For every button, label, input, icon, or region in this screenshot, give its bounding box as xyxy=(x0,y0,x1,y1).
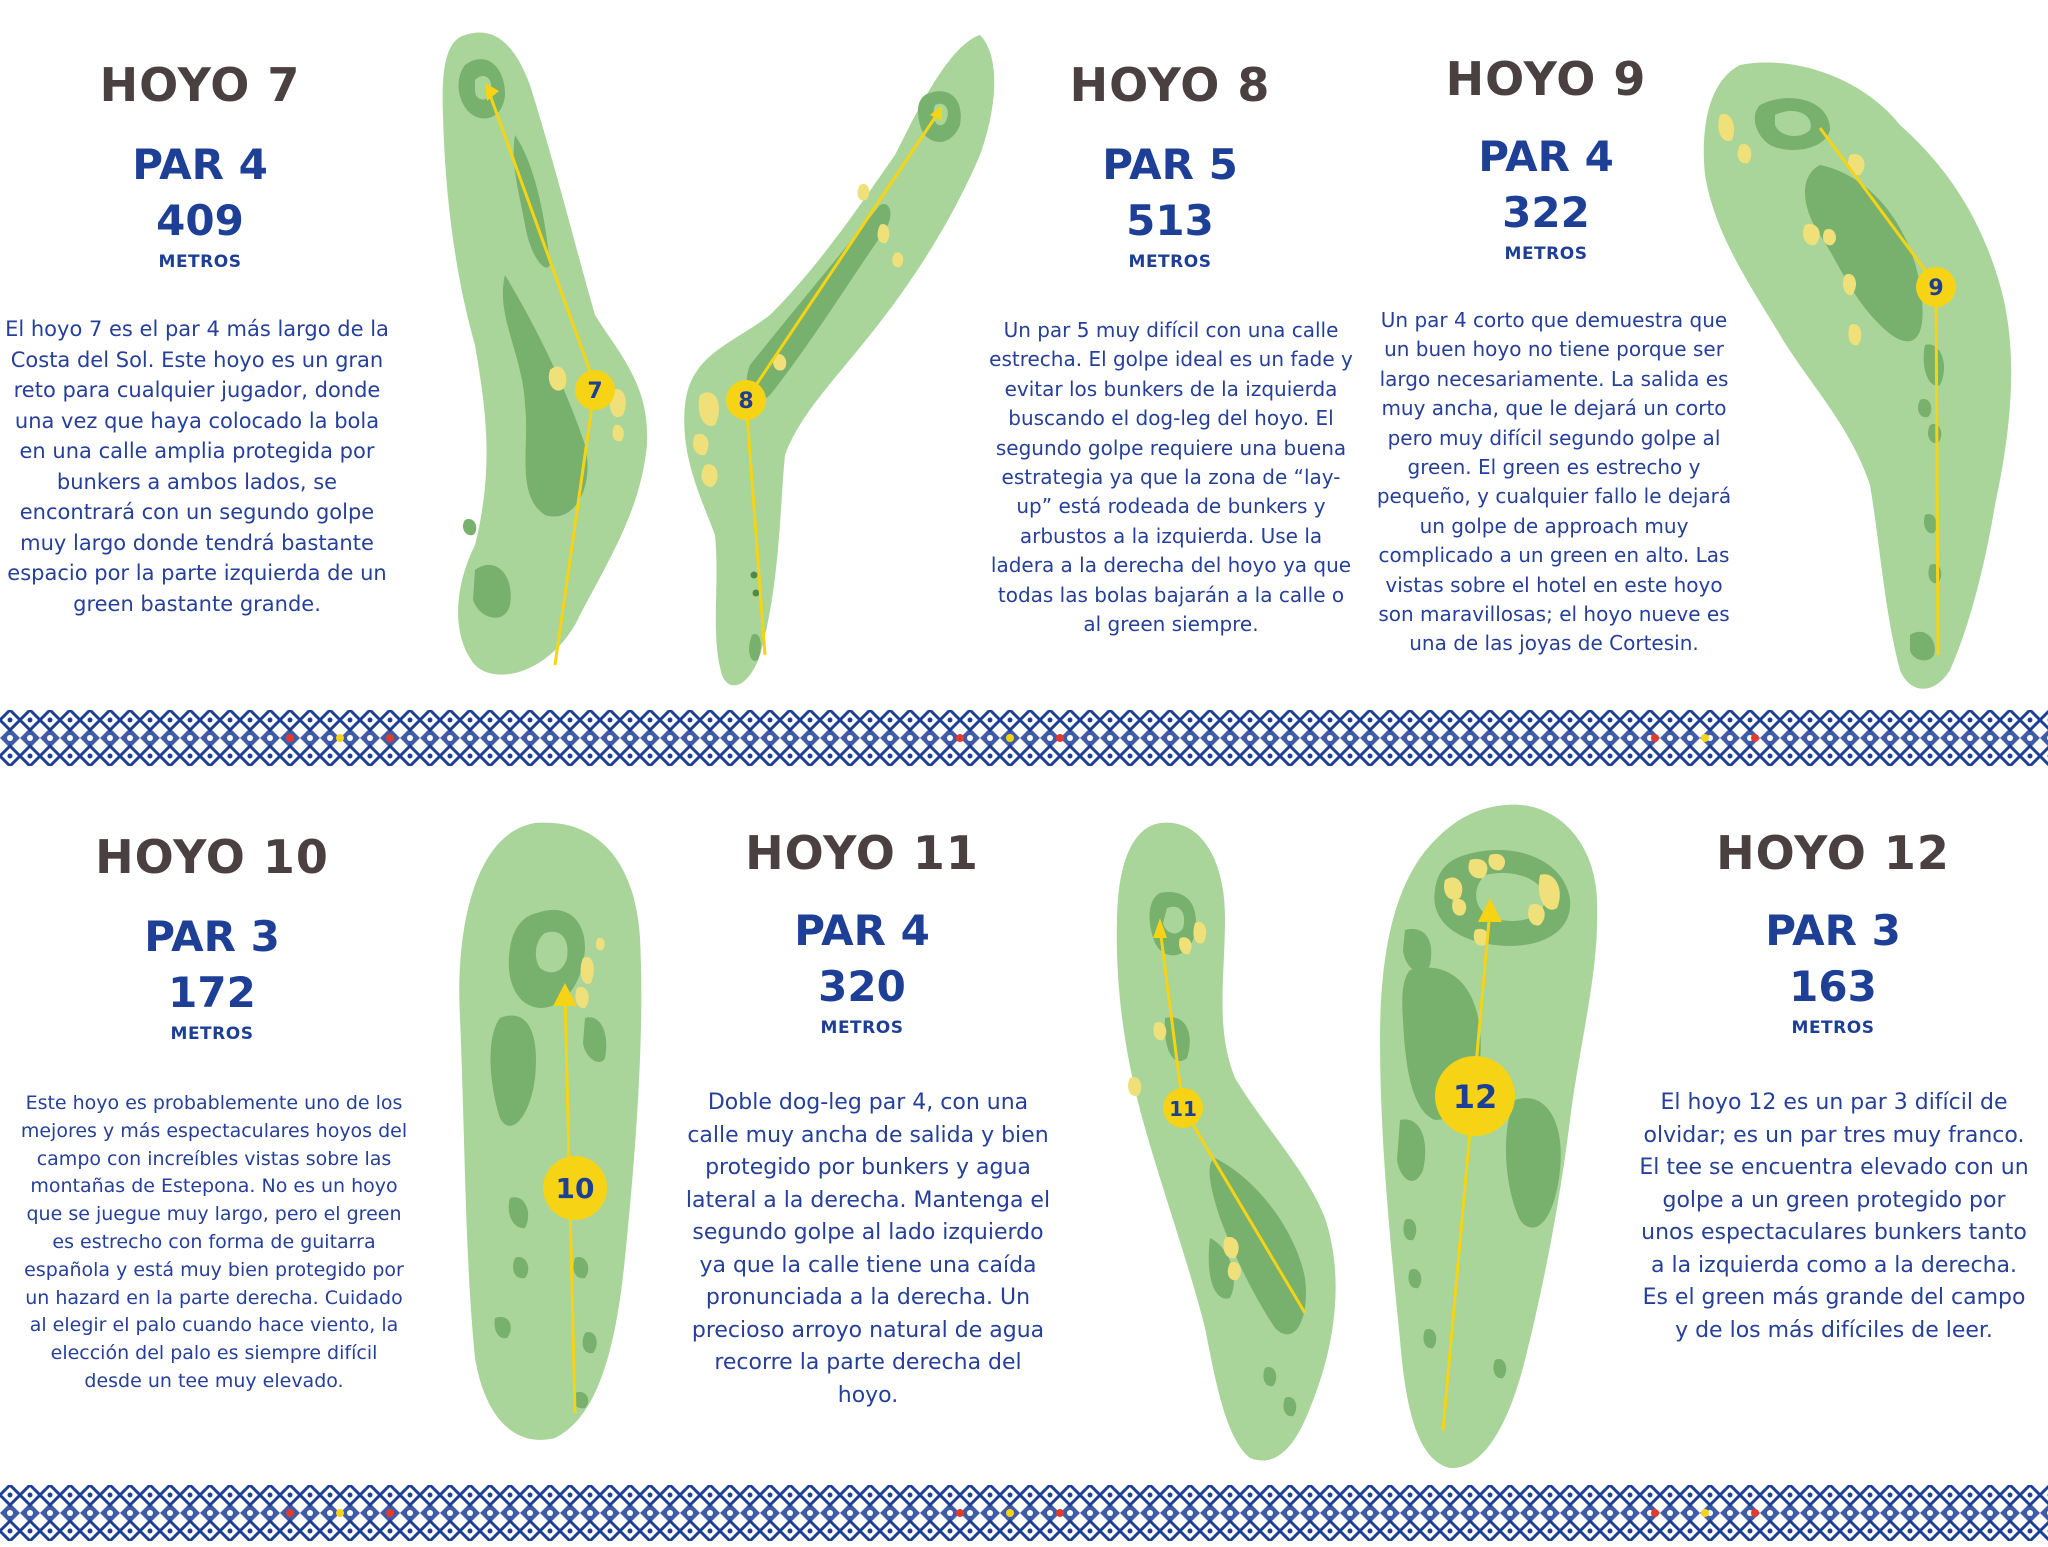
hole-8-marker: 8 xyxy=(738,389,753,414)
hole-9-description: Un par 4 corto que demuestra que un buen… xyxy=(1376,308,1732,656)
hole-8-description: Un par 5 muy difícil con una calle estre… xyxy=(989,318,1353,637)
hole-7-description: El hoyo 7 es el par 4 más largo de la Co… xyxy=(5,317,389,616)
hole-7-map: 7 xyxy=(442,32,648,675)
hole-9-marker: 9 xyxy=(1928,276,1943,301)
hole-9-map: 9 xyxy=(1703,62,2012,689)
hole-12-map: 12 xyxy=(1380,804,1598,1469)
hole-10-unit: METROS xyxy=(170,1024,254,1044)
hole-12-par: PAR 3 xyxy=(1765,906,1901,955)
hole-12-marker: 12 xyxy=(1453,1078,1498,1116)
hole-12-unit: METROS xyxy=(1791,1018,1875,1038)
hole-7-par: PAR 4 xyxy=(132,140,268,189)
hole-10-par: PAR 3 xyxy=(144,912,280,961)
hole-10-marker: 10 xyxy=(556,1172,595,1205)
hole-12-title: HOYO 12 xyxy=(1716,826,1950,880)
hole-8-title: HOYO 8 xyxy=(1069,58,1271,112)
hole-11-title: HOYO 11 xyxy=(745,826,979,880)
hole-11-par: PAR 4 xyxy=(794,906,930,955)
hole-9-par: PAR 4 xyxy=(1478,132,1614,181)
hole-11-description: Doble dog-leg par 4, con una calle muy a… xyxy=(685,1090,1051,1408)
hole-7-title: HOYO 7 xyxy=(99,58,301,112)
hole-7-marker: 7 xyxy=(587,379,602,404)
hole-10-meters: 172 xyxy=(168,968,256,1017)
hole-8-par: PAR 5 xyxy=(1102,140,1238,189)
hole-9-unit: METROS xyxy=(1504,244,1588,264)
decorative-tile-band-bottom xyxy=(0,1485,2048,1541)
hole-11-marker: 11 xyxy=(1169,1097,1197,1121)
hole-12-meters: 163 xyxy=(1789,962,1877,1011)
hole-7-unit: METROS xyxy=(158,252,242,272)
hole-10-title: HOYO 10 xyxy=(95,830,329,884)
hole-10-map: 10 xyxy=(459,822,642,1440)
hole-9-meters: 322 xyxy=(1502,188,1590,237)
hole-7-meters: 409 xyxy=(156,196,244,245)
hole-11-meters: 320 xyxy=(818,962,906,1011)
hole-11-unit: METROS xyxy=(820,1018,904,1038)
hole-12-description: El hoyo 12 es un par 3 difícil de olvida… xyxy=(1639,1090,2029,1343)
hole-11-map: 11 xyxy=(1116,822,1336,1461)
hole-10-description: Este hoyo es probablemente uno de los me… xyxy=(20,1092,408,1392)
hole-8-meters: 513 xyxy=(1126,196,1214,245)
decorative-tile-band-top xyxy=(0,710,2048,766)
hole-8-unit: METROS xyxy=(1128,252,1212,272)
hole-9-title: HOYO 9 xyxy=(1445,52,1647,106)
hole-8-map: 8 xyxy=(684,35,995,686)
